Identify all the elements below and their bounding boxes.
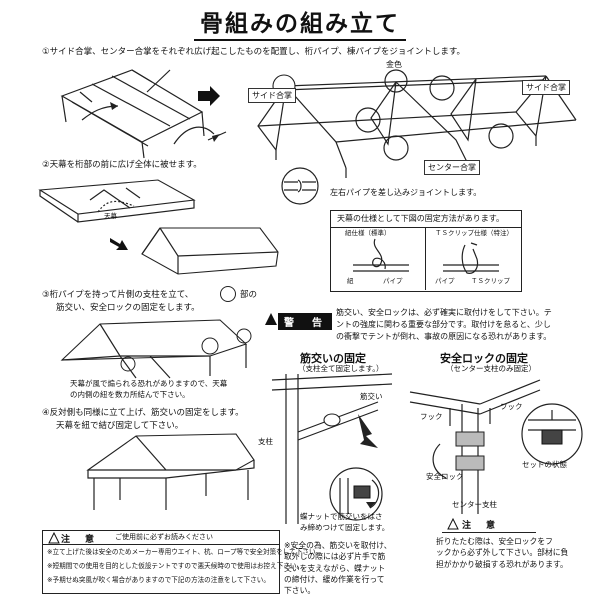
step-3-note-b: の内側の紐を数カ所結んで下さい。 [70, 390, 190, 399]
label-set-state: セットの状態 [522, 460, 567, 469]
bracing-illustration [271, 373, 393, 524]
safety-note-line-2: 取外しの際には必ず片手で筋 [284, 552, 386, 562]
step-1-text: ①サイド合掌、センター合掌をそれぞれ広げ起こしたものを配置し、桁パイプ、棟パイプ… [42, 47, 466, 57]
spec-col1: 紐仕様（標準） [345, 229, 391, 237]
spec-title: 天幕の仕様として下図の固定方法があります。 [337, 214, 504, 223]
warning-line-1: 筋交い、安全ロックは、必ず確実に取付けをして下さい。テ [336, 308, 552, 317]
canopy-cover-illustration [38, 179, 196, 223]
label-gold: 金色 [386, 60, 402, 69]
spec-label-ts: ＴＳクリップ [471, 277, 510, 285]
step-4-text-b: 天幕を紐で結び固定して下さい。 [56, 421, 184, 431]
caution-left-line-3: ※予期せぬ突風が吹く場合がありますので下記の方法の注意をして下さい。 [47, 576, 270, 584]
spec-box: 天幕の仕様として下図の固定方法があります。 紐仕様（標準） ＴＳクリップ仕様（特… [330, 210, 522, 292]
caution-triangle-icon [48, 531, 60, 544]
caution-triangle-icon [447, 517, 459, 530]
bracing-title: 筋交いの固定 [300, 352, 366, 365]
folded-frame-illustration [60, 69, 227, 159]
caution-left-intro: ご使用前に必ずお読みください [115, 533, 213, 541]
safety-note: ※安全の為、筋交いを取付け、 取外しの際には必ず片手で筋 交いを支えながら、蝶ナ… [284, 540, 392, 596]
nut-note-a: 蝶ナットで筋交いをはさ [300, 512, 383, 521]
covered-frame-illustration [141, 227, 279, 275]
step-4-text-a: ④反対側も同様に立て上げ、筋交いの固定をします。 [42, 408, 244, 418]
safety-note-line-1: ※安全の為、筋交いを取付け、 [284, 541, 392, 550]
safety-lock-illustration [409, 379, 583, 514]
label-side-left: サイド合掌 [248, 88, 296, 103]
caution-right-text: 折りたたむ際は、安全ロックをフ ックから必ず外して下さい。部材に負 担がかかり破… [436, 536, 568, 570]
safety-note-line-3: 交いを支えながら、蝶ナット [284, 563, 386, 573]
label-lock: 安全ロック [426, 472, 464, 481]
joint-note: 左右パイプを差し込みジョイントします。 [330, 188, 482, 197]
caution-right-line-3: 担がかかり破損する恐れがあります。 [436, 559, 568, 569]
spec-label-pipe1: パイプ [383, 277, 403, 285]
label-hook2: フック [500, 402, 523, 411]
bracing-subtitle: （支柱全て固定します。） [298, 364, 384, 373]
label-center-pole: センター支柱 [452, 500, 497, 509]
step-2-text: ②天幕を桁部の前に広げ全体に被せます。 [42, 160, 202, 170]
safety-note-line-5: 下さい。 [284, 586, 316, 596]
warning-triangle-icon [265, 313, 277, 325]
nut-note-b: み締めつけて固定します。 [300, 523, 390, 532]
warning-head: 警 告 [278, 313, 332, 330]
step-3-text-b: 部の [240, 290, 258, 300]
caution-right-line-2: ックから必ず外して下さい。部材に負 [436, 548, 569, 558]
step-3-text-a: ③桁パイプを持って片側の支柱を立て、 [42, 290, 194, 300]
label-center: センター合掌 [424, 160, 480, 175]
raise-one-side-illustration [60, 319, 252, 379]
label-hook1: フック [420, 412, 443, 421]
joint-detail-illustration [281, 167, 319, 205]
caution-left-box: 注 意 ご使用前に必ずお読みください ※立て上げた後は安全のためメーカー専用ウエ… [42, 530, 322, 594]
label-tenmaku: 天幕 [104, 212, 117, 220]
label-side-right: サイド合掌 [522, 80, 570, 95]
spec-col2: ＴＳクリップ仕様（特注） [435, 229, 513, 237]
spec-label-pipe2: パイプ [435, 277, 455, 285]
finished-tent-illustration [86, 433, 255, 510]
circle-marker-icon [220, 286, 236, 302]
arrow-down-right-icon [110, 238, 128, 250]
warning-line-3: の衝撃でテントが倒れ、事故の原因になる恐れがあります。 [336, 332, 552, 341]
label-shichu: 支柱 [258, 437, 273, 446]
step-3-text-c: 筋交い、安全ロックの固定をします。 [56, 303, 200, 313]
caution-right-line-1: 折りたたむ際は、安全ロックをフ [436, 537, 553, 546]
ts-clip-spec-icon [443, 242, 499, 274]
label-sujikai: 筋交い [360, 392, 383, 401]
warning-line-2: ントの強度に関わる重要な部分です。取付けを怠ると、少し [336, 320, 551, 329]
caution-left-line-1: ※立て上げた後は安全のためメーカー専用ウエイト、杭、ロープ等で安全対策をして下さ… [47, 548, 323, 556]
lock-subtitle: （センター支柱のみ固定） [446, 364, 536, 373]
caution-right-head: 注 意 [462, 521, 499, 531]
step-3-note-a: 天幕が風で煽られる恐れがありますので、天幕 [70, 379, 228, 388]
spec-label-himo: 紐 [347, 277, 354, 285]
lock-title: 安全ロックの固定 [440, 352, 528, 365]
page-title: 骨組みの組み立て [0, 4, 600, 41]
string-spec-icon [353, 238, 409, 272]
arrow-right-icon [198, 86, 220, 106]
caution-left-head: 注 意 [61, 535, 98, 545]
safety-note-line-4: の締付け、緩め作業を行って [284, 574, 385, 584]
caution-left-line-2: ※短期間での使用を目的とした仮設テントですので悪天候時ので使用はお控え下さい。 [47, 562, 304, 570]
